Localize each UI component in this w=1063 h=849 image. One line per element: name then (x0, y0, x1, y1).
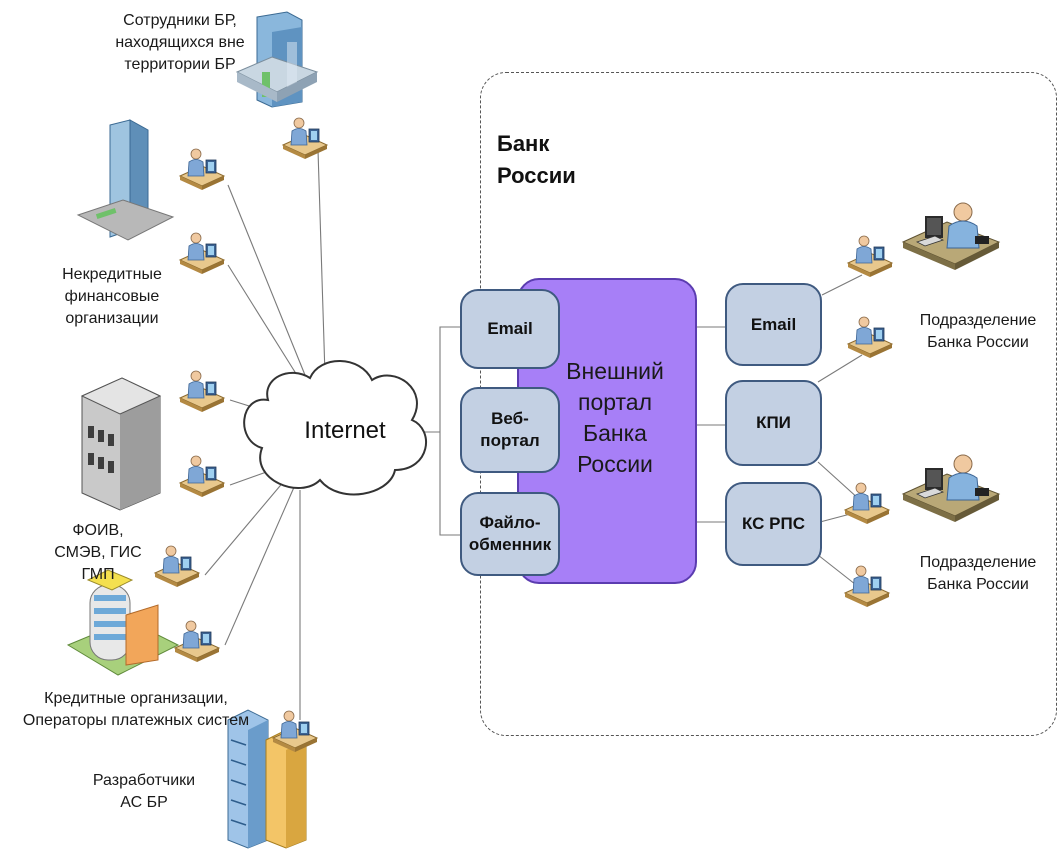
cloud-icon (243, 360, 427, 496)
data-center-icon (227, 709, 307, 849)
bank-zone-title-line2: России (497, 163, 576, 188)
credit-orgs-label: Кредитные организации, Операторы платежн… (20, 688, 252, 732)
tower-building-icon (76, 119, 175, 241)
employees-label-line1: Сотрудники БР, (123, 12, 237, 29)
developers-label-line1: Разработчики (92, 772, 196, 789)
foiv-label: ФОИВ, СМЭВ, ГИС ГМП (36, 520, 160, 586)
kpi-service-label: КПИ (756, 413, 791, 432)
employees-label-line2: находящихся вне (115, 34, 245, 51)
division1-label-line1: Подразделение (919, 312, 1037, 329)
email-service-left-label: Email (487, 319, 533, 338)
employees-label-line3: территории БР (124, 56, 236, 73)
government-building-icon (80, 377, 162, 511)
file-exchange-label-line1: Файло- (479, 513, 541, 532)
bank-zone-title-line1: Банк (497, 131, 550, 156)
nfo-label-line2: финансовые (64, 288, 160, 305)
web-portal-service[interactable]: Веб- портал (460, 387, 560, 473)
workstation-user-icon (179, 370, 225, 413)
developers-label: Разработчики АС БР (82, 770, 206, 814)
portal-label-line1: Внешний (566, 358, 664, 384)
workstation-user-icon (154, 545, 200, 588)
foiv-label-line2: СМЭВ, ГИС ГМП (54, 544, 142, 583)
workstation-user-icon (179, 455, 225, 498)
portal-label-line2: портал (577, 389, 653, 415)
connection-lines (204, 149, 863, 720)
workstation-user-icon (179, 232, 225, 275)
division-label: Подразделение Банка России (905, 310, 1051, 354)
bank-zone-title: Банк России (497, 128, 576, 192)
office-building-icon (235, 11, 319, 108)
email-service-left[interactable]: Email (460, 289, 560, 369)
portal-label-line4: России (577, 451, 653, 477)
file-exchange-label-line2: обменник (468, 535, 552, 554)
workstation-user-icon (174, 620, 220, 663)
nfo-label-line1: Некредитные (62, 266, 162, 283)
nfo-label: Некредитные финансовые организации (50, 264, 174, 330)
division2-label-line2: Банка России (927, 576, 1029, 593)
division1-label-line2: Банка России (927, 334, 1029, 351)
email-service-right[interactable]: Email (725, 283, 822, 366)
web-portal-label-line1: Веб- (491, 409, 529, 428)
workstation-user-icon (179, 148, 225, 191)
credit-orgs-label-line2: Операторы платежных систем (22, 712, 250, 729)
developers-label-line2: АС БР (120, 794, 168, 811)
credit-orgs-label-line1: Кредитные организации, (44, 690, 228, 707)
web-portal-label-line2: портал (480, 431, 540, 450)
division-label: Подразделение Банка России (905, 552, 1051, 596)
internet-label: Internet (304, 417, 386, 444)
workstation-user-icon (282, 117, 328, 160)
portal-label-line3: Банка (583, 420, 647, 446)
email-service-right-label: Email (750, 314, 797, 334)
employees-label: Сотрудники БР, находящихся вне территори… (110, 10, 250, 76)
bank-building-icon (66, 569, 180, 676)
ks-rps-service-label: КС РПС (742, 514, 805, 533)
kpi-service[interactable]: КПИ (725, 380, 822, 466)
foiv-label-line1: ФОИВ, (72, 522, 124, 539)
division2-label-line1: Подразделение (919, 554, 1037, 571)
nfo-label-line3: организации (65, 310, 159, 327)
ks-rps-service[interactable]: КС РПС (725, 482, 822, 566)
file-exchange-service[interactable]: Файло- обменник (460, 492, 560, 576)
external-portal-label: Внешний портал Банка России (545, 356, 685, 480)
